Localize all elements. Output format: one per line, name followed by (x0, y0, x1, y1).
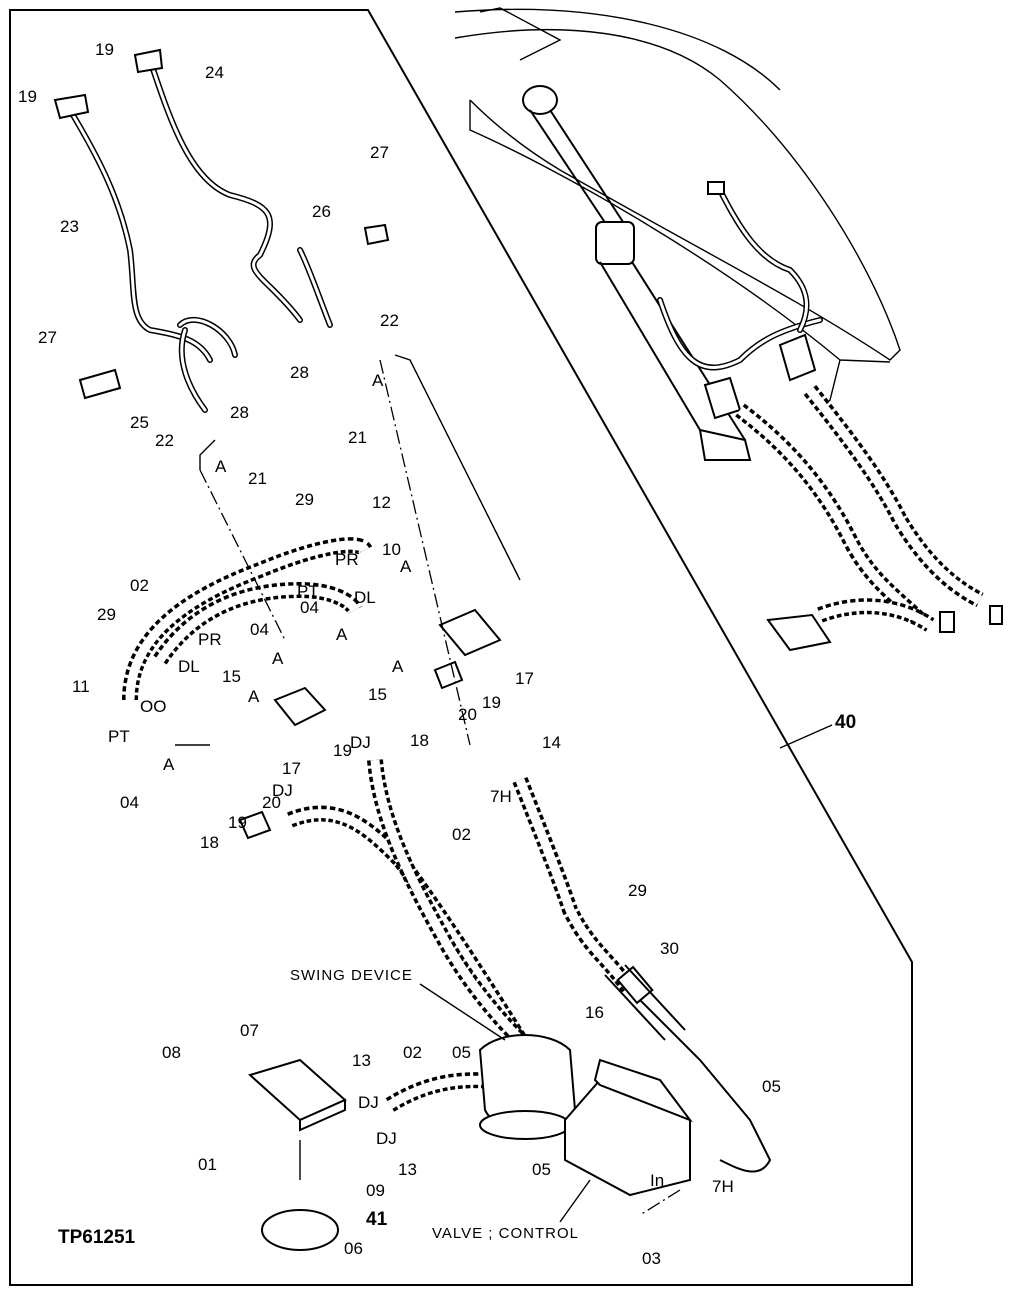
swing-device-caption: SWING DEVICE (290, 967, 413, 984)
callout-17: 17 (282, 759, 301, 778)
callout-06: 06 (344, 1239, 363, 1258)
svg-text:40: 40 (835, 712, 856, 733)
connection-a: A (372, 371, 384, 390)
callout-numbers: 19 19 24 27 26 23 22 27 28 28 25 21 22 2… (18, 40, 781, 1268)
connection-a: A (272, 649, 284, 668)
port-pt: PT (108, 727, 130, 746)
callout-19: 19 (228, 813, 247, 832)
boom-illustration (454, 7, 901, 461)
callout-04: 04 (120, 793, 139, 812)
callout-02: 02 (452, 825, 471, 844)
callout-26: 26 (312, 202, 331, 221)
callout-16: 16 (585, 1003, 604, 1022)
callout-05: 05 (762, 1077, 781, 1096)
port-pt: PT (297, 582, 319, 601)
base-plate (261, 1209, 339, 1251)
callout-23: 23 (60, 217, 79, 236)
port-pr: PR (335, 550, 359, 569)
callout-30: 30 (660, 939, 679, 958)
callout-19: 19 (482, 693, 501, 712)
connection-a: A (215, 457, 227, 476)
main-hose-harness (122, 537, 772, 1173)
callout-02: 02 (130, 576, 149, 595)
port-dj: DJ (376, 1129, 397, 1148)
panel-frame (9, 9, 913, 1286)
port-7h: 7H (712, 1177, 734, 1196)
callout-41: 41 (366, 1209, 388, 1230)
connection-a: A (248, 687, 260, 706)
callout-07: 07 (240, 1021, 259, 1040)
callout-04: 04 (300, 598, 319, 617)
valve-control-caption: VALVE ; CONTROL (432, 1225, 579, 1242)
control-valve (564, 1058, 693, 1197)
port-dl: DL (178, 657, 200, 676)
callout-28: 28 (290, 363, 309, 382)
port-dj: DJ (350, 733, 371, 752)
boom-hose-bundle (735, 385, 1003, 652)
connection-lines (175, 354, 681, 1216)
callout-19: 19 (18, 87, 37, 106)
callout-18: 18 (410, 731, 429, 750)
port-dl: DL (354, 588, 376, 607)
port-dj: DJ (358, 1093, 379, 1112)
port-labels: PR PR PT PT DL DL DJ DJ DJ DJ 7H 7H In O… (108, 371, 734, 1196)
callout-20: 20 (458, 705, 477, 724)
callout-15: 15 (222, 667, 241, 686)
connection-a: A (392, 657, 404, 676)
callout-19: 19 (333, 741, 352, 760)
callout-29: 29 (628, 881, 647, 900)
callout-18: 18 (200, 833, 219, 852)
connection-a: A (400, 557, 412, 576)
callout-05: 05 (452, 1043, 471, 1062)
swing-device (478, 1034, 577, 1140)
callout-04: 04 (250, 620, 269, 639)
captions: SWING DEVICE VALVE ; CONTROL TP61251 (58, 967, 591, 1248)
port-in: In (650, 1171, 664, 1190)
callout-22: 22 (155, 431, 174, 450)
callout-24: 24 (205, 63, 224, 82)
connection-a: A (163, 755, 175, 774)
port-oo: OO (140, 697, 166, 716)
callout-09: 09 (366, 1181, 385, 1200)
callout-13: 13 (352, 1051, 371, 1070)
callout-40: 40 (779, 712, 856, 749)
callout-29: 29 (97, 605, 116, 624)
callout-14: 14 (542, 733, 561, 752)
callout-13: 13 (398, 1160, 417, 1179)
manifold-blocks (238, 608, 502, 840)
callout-12: 12 (372, 493, 391, 512)
callout-17: 17 (515, 669, 534, 688)
callout-11: 11 (72, 677, 90, 696)
port-dj: DJ (272, 781, 293, 800)
callout-25: 25 (130, 413, 149, 432)
mounting-bracket (248, 1058, 347, 1132)
port-pr: PR (198, 630, 222, 649)
callout-03: 03 (642, 1249, 661, 1268)
steel-tubes (53, 48, 390, 413)
connection-a: A (336, 625, 348, 644)
callout-20: 20 (262, 793, 281, 812)
callout-15: 15 (368, 685, 387, 704)
callout-01: 01 (198, 1155, 217, 1174)
callout-19: 19 (95, 40, 114, 59)
callout-21: 21 (248, 469, 267, 488)
callout-22: 22 (380, 311, 399, 330)
port-7h: 7H (490, 787, 512, 806)
callout-05: 05 (532, 1160, 551, 1179)
callout-21: 21 (348, 428, 367, 447)
callout-27: 27 (38, 328, 57, 347)
callout-27: 27 (370, 143, 389, 162)
callout-10: 10 (382, 540, 401, 559)
callout-08: 08 (162, 1043, 181, 1062)
protective-tube (604, 964, 686, 1041)
callout-02: 02 (403, 1043, 422, 1062)
figure-id: TP61251 (58, 1227, 136, 1248)
callout-29: 29 (295, 490, 314, 509)
callout-28: 28 (230, 403, 249, 422)
